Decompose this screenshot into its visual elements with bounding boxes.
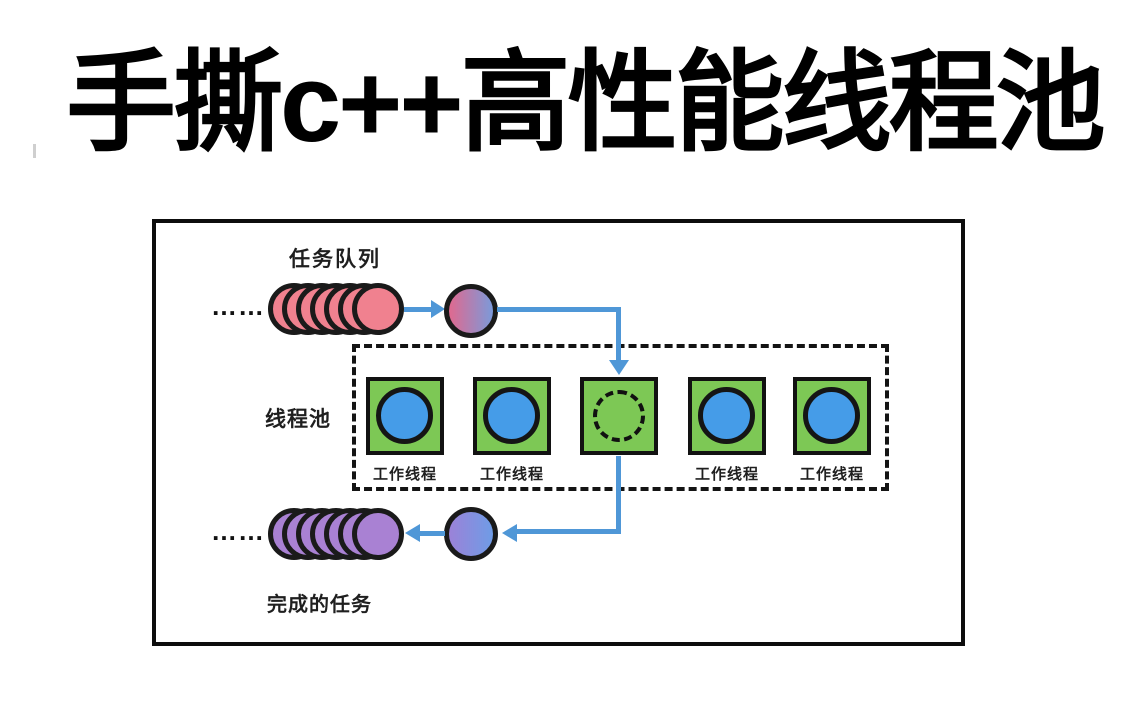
completed-ellipsis: …… [211,516,265,546]
stray-mark [33,144,36,158]
worker-thread-label: 工作线程 [372,466,437,483]
worker-square [366,377,444,455]
worker-square [580,377,658,455]
thread-pool-label: 线程池 [265,408,331,431]
busy-thread-circle [376,387,433,444]
page-title: 手撕c++高性能线程池 [66,42,1106,165]
worker-thread-label: 工作线程 [799,466,864,483]
arrow-task-to-pool-vline [616,309,621,361]
busy-thread-circle [483,387,540,444]
arrow-pool-to-done-vline [616,456,621,533]
queued-task-circle [352,283,404,335]
worker-row: 工作线程 工作线程 工作线程 工作线程 [366,377,876,487]
arrow-queue-to-task-line [404,307,432,312]
task-queue-label: 任务队列 [289,248,381,271]
completed-tasks-label: 完成的任务 [267,594,372,616]
worker-cell: 工作线程 [366,377,444,483]
task-queue-ellipsis: …… [211,291,265,321]
completed-tasks-stack [268,508,408,562]
worker-thread-label: 工作线程 [694,466,759,483]
task-queue-stack [268,283,408,337]
worker-cell [580,377,658,482]
task-finished-circle [444,507,498,561]
arrow-done-to-stack-line [420,531,445,536]
arrow-task-to-pool-head-icon [609,360,629,375]
arrow-pool-to-done-head-icon [502,524,517,542]
worker-cell: 工作线程 [793,377,871,483]
worker-square [688,377,766,455]
completed-task-circle [352,508,404,560]
task-in-flight-circle [444,284,498,338]
worker-cell: 工作线程 [688,377,766,483]
arrow-queue-to-task-head-icon [431,300,445,318]
busy-thread-circle [803,387,860,444]
busy-thread-circle [698,387,755,444]
worker-thread-label: 工作线程 [479,466,544,483]
arrow-task-to-pool-hline [497,307,621,312]
arrow-pool-to-done-hline [516,529,621,534]
idle-thread-slot-icon [593,390,645,442]
worker-square [793,377,871,455]
worker-cell: 工作线程 [473,377,551,483]
worker-square [473,377,551,455]
arrow-done-to-stack-head-icon [405,524,420,542]
